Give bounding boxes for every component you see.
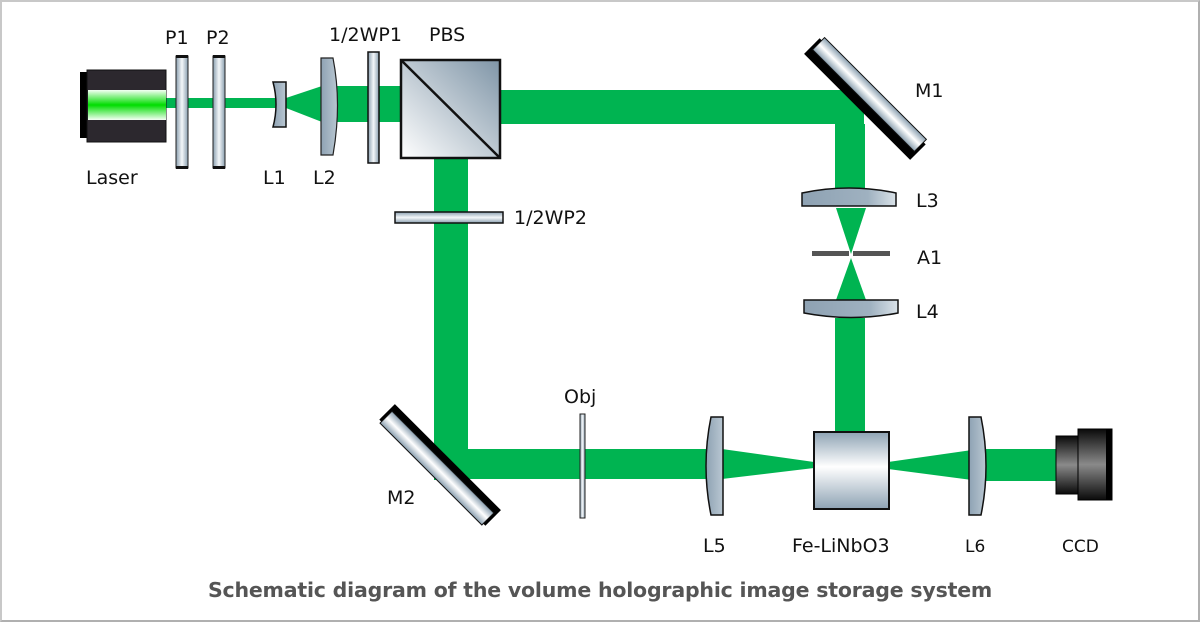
beam-m1-down (835, 124, 865, 194)
beam-l6-to-ccd (980, 449, 1058, 481)
half-waveplate-2 (394, 211, 504, 224)
mirror-m1 (804, 36, 928, 160)
label-l1: L1 (263, 167, 286, 189)
label-hwp1: 1/2WP1 (329, 24, 402, 46)
mirror-m2 (379, 404, 501, 526)
ccd-camera (1055, 428, 1113, 501)
label-hwp2: 1/2WP2 (514, 207, 587, 229)
label-ccd: CCD (1062, 537, 1099, 557)
label-m2: M2 (387, 487, 415, 509)
label-l5: L5 (703, 535, 726, 557)
label-obj: Obj (564, 386, 596, 408)
beam-l4-to-crystal (835, 318, 865, 433)
label-p2: P2 (206, 27, 230, 49)
lens-l3 (801, 187, 897, 207)
object-plate (579, 413, 586, 519)
diagram-caption: Schematic diagram of the volume holograp… (207, 578, 993, 602)
label-l4: L4 (916, 301, 939, 323)
aperture-a1 (812, 251, 890, 256)
laser (80, 69, 167, 143)
lens-l6 (968, 416, 987, 516)
label-crystal: Fe-LiNbO3 (792, 535, 890, 557)
label-l3: L3 (916, 190, 939, 212)
label-a1: A1 (917, 247, 942, 269)
lens-l5 (705, 416, 724, 516)
beam-l2-to-pbs (330, 86, 402, 122)
beam-l5-to-crystal (722, 449, 814, 479)
half-waveplate-1 (367, 51, 380, 164)
label-m1: M1 (915, 80, 943, 102)
label-pbs: PBS (429, 24, 465, 46)
polarizing-beam-splitter (399, 58, 502, 160)
beam-pbs-to-m1 (500, 90, 864, 124)
lens-l4 (803, 299, 899, 319)
beam-l1-to-l2 (286, 86, 322, 122)
polarizer-p2 (212, 55, 226, 169)
lens-l2 (320, 57, 339, 156)
beam-pbs-down (434, 158, 468, 480)
crystal-fe-linbo3 (813, 431, 890, 510)
beam-a1-expand (836, 258, 866, 300)
label-l2: L2 (313, 167, 336, 189)
label-p1: P1 (165, 27, 189, 49)
beam-crystal-to-l6 (888, 450, 972, 480)
beam-l3-focus (836, 208, 866, 254)
polarizer-p1 (175, 55, 189, 169)
label-l6: L6 (965, 537, 985, 557)
lens-l1 (272, 81, 287, 128)
label-laser: Laser (86, 167, 138, 189)
component-labels: Laser P1 P2 L1 L2 1/2WP1 PBS M1 L3 A1 L4… (86, 24, 1099, 557)
